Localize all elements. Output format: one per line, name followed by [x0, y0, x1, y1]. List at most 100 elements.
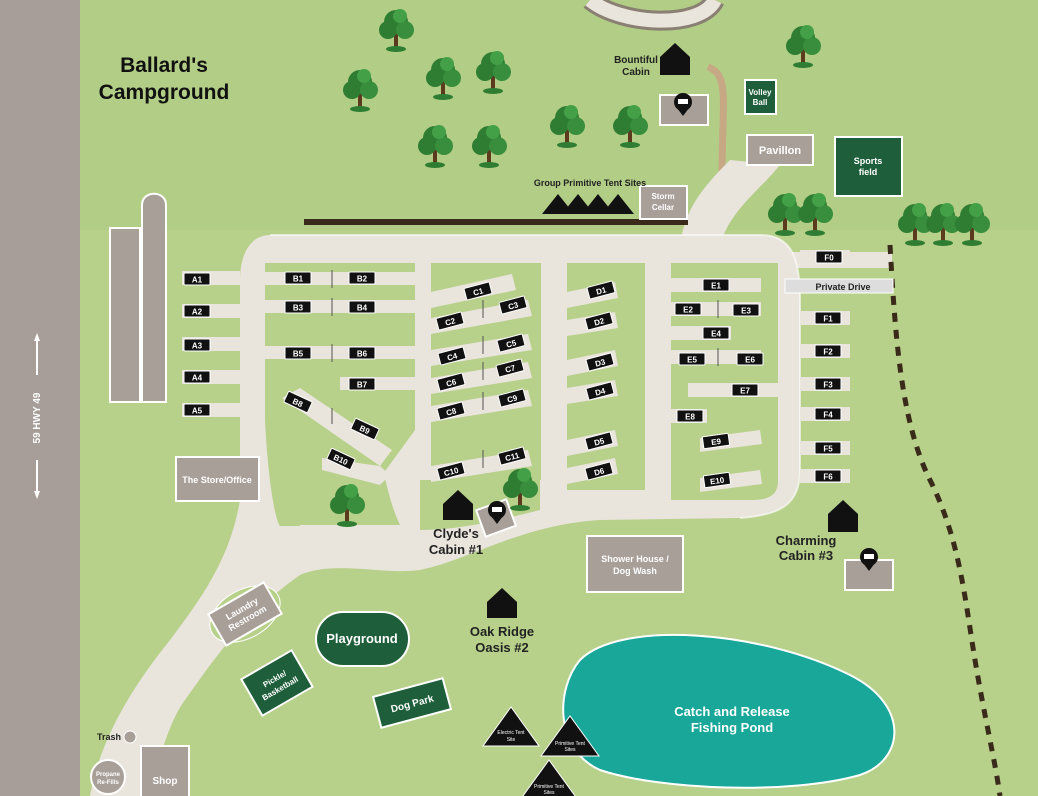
tree-icon	[798, 193, 833, 236]
loop-outline	[270, 234, 801, 519]
site-marker-e5[interactable]: E5	[678, 352, 706, 366]
charming-cabin-icon[interactable]	[828, 500, 858, 532]
oak-ridge-cabin-icon[interactable]	[487, 588, 517, 618]
site-marker-b2[interactable]: B2	[348, 271, 376, 285]
electric-tent-site-icon[interactable]	[482, 706, 540, 747]
primitive-tent-b-label-1: Primitive Tent	[534, 784, 565, 790]
site-marker-c5[interactable]: C5	[496, 333, 526, 353]
playground[interactable]	[315, 611, 410, 667]
group-tent-icons[interactable]	[542, 194, 634, 214]
pond-label-2: Fishing Pond	[691, 720, 773, 735]
propane-refills[interactable]	[90, 759, 126, 795]
site-marker-d1[interactable]: D1	[586, 280, 616, 300]
tree-icon	[550, 105, 585, 148]
site-marker-label: D3	[594, 357, 607, 368]
site-marker-e1[interactable]: E1	[702, 278, 730, 292]
site-marker-box	[585, 381, 615, 401]
site-marker-label: C3	[507, 300, 520, 311]
site-marker-b3[interactable]: B3	[284, 300, 312, 314]
site-marker-e7[interactable]: E7	[731, 383, 759, 397]
site-marker-c11[interactable]: C11	[497, 446, 527, 466]
site-marker-e3[interactable]: E3	[732, 303, 760, 317]
volley-ball-court[interactable]	[744, 79, 777, 115]
site-marker-f4[interactable]: F4	[814, 407, 842, 421]
site-marker-label: B8	[291, 397, 305, 410]
site-marker-label: C2	[444, 316, 457, 327]
site-marker-d6[interactable]: D6	[584, 461, 614, 481]
site-marker-d3[interactable]: D3	[585, 352, 615, 372]
clydes-cabin-icon[interactable]	[443, 490, 473, 520]
site-marker-f5[interactable]: F5	[814, 441, 842, 455]
site-marker-c6[interactable]: C6	[436, 372, 466, 392]
site-marker-label: E4	[711, 330, 721, 339]
site-marker-b8[interactable]: B8	[283, 390, 313, 414]
site-marker-f2[interactable]: F2	[814, 344, 842, 358]
laundry-restroom[interactable]: Laundry Restroom	[200, 574, 290, 654]
site-marker-f0[interactable]: F0	[815, 250, 843, 264]
site-marker-box	[676, 409, 704, 423]
site-marker-d4[interactable]: D4	[585, 381, 615, 401]
site-marker-f1[interactable]: F1	[814, 311, 842, 325]
site-marker-d2[interactable]: D2	[584, 311, 614, 331]
site-marker-label: E9	[711, 437, 722, 447]
clydes-cabin-label-2: Cabin #1	[429, 542, 483, 557]
site-marker-b1[interactable]: B1	[284, 271, 312, 285]
pavilion[interactable]	[746, 134, 814, 166]
trash-icon[interactable]	[123, 730, 137, 744]
tree-icon	[503, 468, 538, 511]
primitive-tent-site-icon[interactable]	[520, 759, 578, 796]
shower-house-label-1: Shower House /	[601, 554, 669, 564]
tree-icon	[786, 25, 821, 68]
site-marker-box	[348, 346, 376, 360]
site-marker-e4[interactable]: E4	[702, 326, 730, 340]
site-marker-b4[interactable]: B4	[348, 300, 376, 314]
site-marker-b9[interactable]: B9	[350, 417, 380, 441]
site-marker-box	[348, 300, 376, 314]
bountiful-cabin-icon[interactable]	[660, 43, 690, 75]
site-marker-label: E1	[711, 282, 721, 291]
shop-label: Shop	[153, 776, 178, 787]
site-marker-c3[interactable]: C3	[498, 295, 528, 315]
site-marker-e9[interactable]: E9	[701, 432, 731, 450]
site-marker-b6[interactable]: B6	[348, 346, 376, 360]
site-marker-e8[interactable]: E8	[676, 409, 704, 423]
tree-icon	[343, 69, 378, 112]
site-marker-label: A3	[192, 342, 203, 351]
site-marker-c1[interactable]: C1	[463, 281, 493, 301]
site-marker-c2[interactable]: C2	[435, 311, 465, 331]
site-marker-e6[interactable]: E6	[736, 352, 764, 366]
store-office[interactable]	[175, 456, 260, 502]
site-marker-f6[interactable]: F6	[814, 469, 842, 483]
site-marker-f3[interactable]: F3	[814, 377, 842, 391]
site-marker-box	[584, 311, 614, 331]
site-marker-box	[678, 352, 706, 366]
shop[interactable]	[140, 745, 190, 796]
site-marker-c4[interactable]: C4	[437, 346, 467, 366]
site-marker-a3[interactable]: A3	[183, 338, 211, 352]
site-marker-b10[interactable]: B10	[326, 447, 356, 471]
site-marker-box	[463, 281, 493, 301]
site-marker-a4[interactable]: A4	[183, 370, 211, 384]
site-marker-e10[interactable]: E10	[702, 471, 732, 489]
pickle-basketball-court[interactable]: Pickle/ Basketball	[240, 648, 314, 718]
dog-park[interactable]: Dog Park	[371, 677, 453, 729]
site-marker-a1[interactable]: A1	[183, 272, 211, 286]
site-marker-box	[183, 272, 211, 286]
site-marker-box	[284, 300, 312, 314]
site-marker-d5[interactable]: D5	[584, 431, 614, 451]
sports-field[interactable]	[834, 136, 903, 197]
shower-house[interactable]	[586, 535, 684, 593]
site-marker-c10[interactable]: C10	[436, 461, 466, 481]
site-marker-b5[interactable]: B5	[284, 346, 312, 360]
site-marker-a5[interactable]: A5	[183, 403, 211, 417]
storm-cellar[interactable]	[639, 185, 688, 220]
primitive-tent-site-icon[interactable]	[540, 715, 600, 757]
site-marker-c7[interactable]: C7	[495, 358, 525, 378]
site-marker-b7[interactable]: B7	[348, 377, 376, 391]
pavilion-label: Pavillon	[759, 145, 801, 157]
site-marker-c8[interactable]: C8	[436, 401, 466, 421]
site-marker-c9[interactable]: C9	[497, 388, 527, 408]
site-marker-a2[interactable]: A2	[183, 304, 211, 318]
site-marker-e2[interactable]: E2	[674, 302, 702, 316]
